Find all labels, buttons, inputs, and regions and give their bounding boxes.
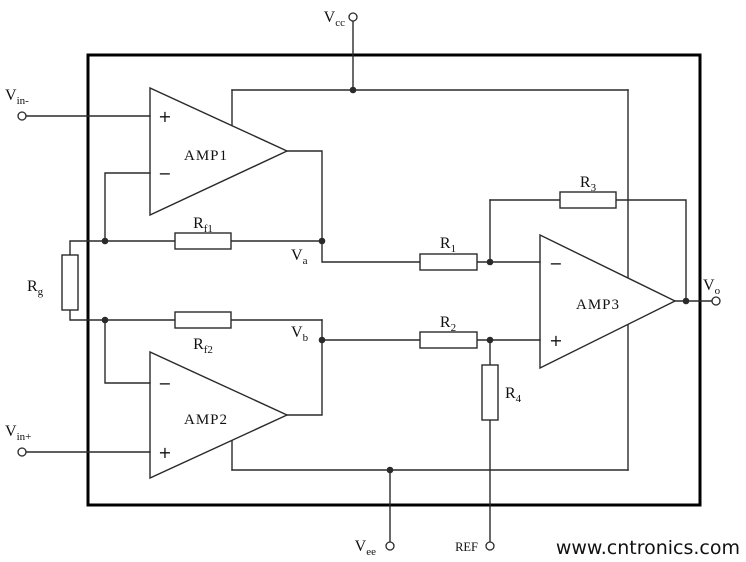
vb-label: Vb: [291, 324, 309, 344]
junction-dot-vee: [386, 466, 394, 474]
amp1-label: AMP1: [184, 148, 228, 164]
amp3-triangle: [539, 233, 677, 370]
vee-terminal: [385, 541, 395, 551]
junction-dot-amp3-inv: [486, 258, 494, 266]
vin-minus-terminal: [17, 111, 27, 121]
r2-resistor: [419, 331, 478, 349]
vin-minus-label: Vin-: [5, 87, 29, 107]
junction-dot-amp2-fb: [101, 316, 109, 324]
rg-label: Rg: [27, 278, 44, 298]
vin-plus-label: Vin+: [5, 423, 31, 443]
ref-terminal: [485, 541, 495, 551]
vo-terminal: [711, 296, 721, 306]
vee-label: Vee: [355, 538, 376, 558]
amp2-triangle: [149, 350, 289, 480]
junction-dot-output: [682, 297, 690, 305]
rf2-label: Rf2: [193, 336, 213, 356]
r1-label: R1: [440, 235, 456, 255]
vcc-label: Vcc: [324, 9, 345, 29]
wire-rg-top: [69, 240, 106, 256]
r3-label: R3: [580, 174, 597, 194]
amp1-plus-sign: +: [158, 107, 171, 126]
junction-dot-va: [318, 237, 326, 245]
wire-amp1-feedback: [104, 172, 151, 242]
rf1-resistor: [174, 232, 232, 250]
junction-dot-vcc: [349, 86, 357, 94]
wire-rg-bottom: [69, 309, 106, 321]
junction-dot-amp3-noninv: [486, 336, 494, 344]
amp1-triangle: [149, 86, 289, 217]
wire-amp2-feedback: [104, 319, 151, 384]
junction-dot-amp1-fb: [101, 237, 109, 245]
vin-plus-terminal: [17, 447, 27, 457]
amp3-plus-sign: +: [549, 331, 562, 350]
ref-label: REF: [455, 540, 478, 554]
amp3-minus-sign: −: [549, 254, 562, 273]
wire-amp2-output: [286, 319, 323, 416]
r1-resistor: [419, 253, 478, 271]
wire-r3-feedback: [615, 199, 687, 302]
chip-boundary: [86, 53, 702, 507]
vo-label: Vo: [703, 277, 721, 297]
va-label: Va: [291, 247, 308, 267]
amp1-minus-sign: −: [158, 164, 171, 183]
r2-label: R2: [440, 314, 456, 334]
junction-dot-vb: [318, 336, 326, 344]
r4-label: R4: [505, 385, 522, 405]
rg-resistor: [61, 254, 79, 311]
rf2-resistor: [174, 311, 232, 329]
amp2-label: AMP2: [184, 412, 228, 428]
wire-amp1-output: [286, 150, 421, 263]
amp3-label: AMP3: [576, 297, 620, 313]
vcc-terminal: [348, 12, 358, 22]
r4-resistor: [481, 364, 499, 421]
amp2-plus-sign: +: [158, 443, 171, 462]
amp2-minus-sign: −: [158, 374, 171, 393]
r3-resistor: [559, 191, 617, 209]
rf1-label: Rf1: [193, 215, 213, 235]
watermark: www.cntronics.com: [556, 537, 740, 559]
